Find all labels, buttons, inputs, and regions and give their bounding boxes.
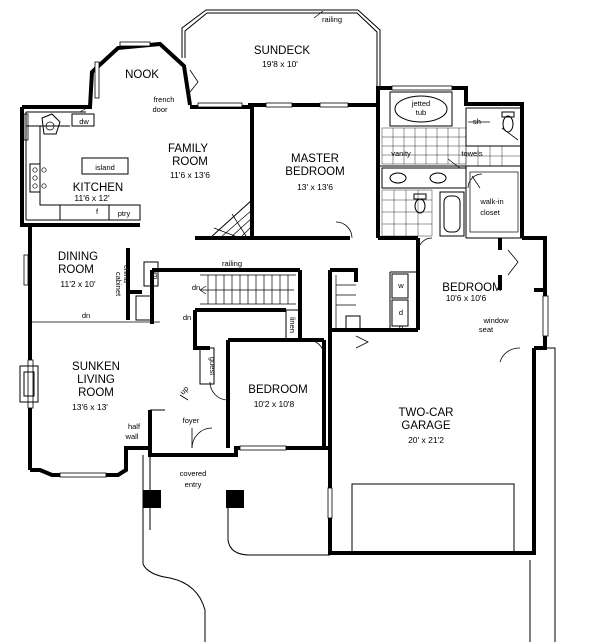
- laundry: [345, 273, 409, 331]
- stair-dn-label: dn: [192, 283, 200, 292]
- bm-label: bm: [151, 269, 160, 279]
- french-door-label-1: french: [154, 95, 175, 104]
- sundeck-area: [181, 9, 381, 88]
- china-cabinet-label-2: cabinet: [114, 272, 123, 297]
- bedroom-east-label: BEDROOM: [442, 282, 501, 294]
- guest-closet: [199, 347, 215, 385]
- doors: [179, 69, 521, 449]
- up-label: up: [178, 384, 190, 396]
- jetted-tub-label-2: tub: [416, 108, 426, 117]
- window-seat-label-1: window: [482, 316, 509, 325]
- china-cabinet: [135, 261, 159, 321]
- family-room-label-2: ROOM: [172, 156, 208, 168]
- bath-tile-grid: [381, 127, 523, 237]
- dryer-label: d: [399, 308, 403, 317]
- pantry-label: ptry: [118, 209, 131, 218]
- covered-entry-label-1: covered: [180, 469, 207, 478]
- dining-room-dims: 11'2 x 10': [60, 279, 96, 289]
- living-room-label-3: ROOM: [78, 387, 114, 399]
- dining-room-label-1: DINING: [58, 251, 98, 263]
- towels-label: towels: [461, 149, 483, 158]
- railing-stairs-label: railing: [222, 259, 242, 268]
- living-room-dims: 13'6 x 13': [72, 402, 108, 412]
- kitchen-label: KITCHEN: [73, 182, 123, 194]
- exterior-walkway: [142, 455, 556, 642]
- nook-label: NOOK: [125, 69, 159, 81]
- railing-label: railing: [322, 15, 342, 24]
- bedroom-front-dims: 10'2 x 10'8: [254, 399, 295, 409]
- dining-room-label-2: ROOM: [58, 264, 94, 276]
- garage-dims: 20' x 21'2: [408, 435, 444, 445]
- dw-label: dw: [79, 117, 89, 126]
- sundeck-dims: 19'8 x 10': [262, 59, 298, 69]
- kitchen-counters: [25, 104, 141, 221]
- family-room-label-1: FAMILY: [168, 143, 208, 155]
- dining-dn-label: dn: [82, 311, 90, 320]
- vanity-label: vanity: [391, 149, 411, 158]
- master-bedroom-dims: 13' x 13'6: [297, 182, 333, 192]
- half-wall-label-2: wall: [125, 432, 139, 441]
- master-bedroom-label-1: MASTER: [291, 153, 339, 165]
- staircase: [199, 274, 356, 330]
- garage-label-2: GARAGE: [401, 420, 451, 432]
- windows: [23, 41, 549, 519]
- pantry-p-label: p: [399, 323, 403, 332]
- master-bedroom-label-2: BEDROOM: [285, 166, 344, 178]
- kitchen-dims: 11'6 x 12': [74, 193, 110, 203]
- shower-label: sh: [473, 117, 481, 126]
- jetted-tub-label-1: jetted: [411, 99, 430, 108]
- island-label: island: [95, 163, 115, 172]
- living-room-label-1: SUNKEN: [72, 361, 120, 373]
- living-room-label-2: LIVING: [77, 374, 115, 386]
- fridge-label: f: [96, 207, 99, 216]
- walkin-closet-label-1: walk-in: [479, 197, 503, 206]
- window-seat-label-2: seat: [479, 325, 494, 334]
- garage-details: [351, 347, 556, 580]
- foyer-label: foyer: [183, 416, 200, 425]
- family-fireplace: [208, 198, 253, 239]
- bedroom-front-label: BEDROOM: [248, 384, 307, 396]
- master-bath: [381, 91, 523, 237]
- walkin-closet-label-2: closet: [480, 208, 501, 217]
- china-cabinet-label-1: china: [122, 265, 131, 284]
- linen-closet: [285, 309, 301, 341]
- washer-label: w: [397, 281, 404, 290]
- living-fireplace: [19, 365, 39, 403]
- bedroom-east-dims: 10'6 x 10'6: [446, 293, 487, 303]
- garage-label-1: TWO-CAR: [399, 407, 454, 419]
- hall-dn-label: dn: [183, 313, 191, 322]
- sundeck-label: SUNDECK: [254, 45, 311, 57]
- guest-label: guest: [208, 357, 217, 376]
- family-room-dims: 11'6 x 13'6: [170, 170, 210, 180]
- french-door-label-2: door: [152, 105, 168, 114]
- half-wall-label-1: half: [128, 422, 141, 431]
- covered-entry-label-2: entry: [185, 480, 202, 489]
- linen-label: linen: [288, 317, 297, 333]
